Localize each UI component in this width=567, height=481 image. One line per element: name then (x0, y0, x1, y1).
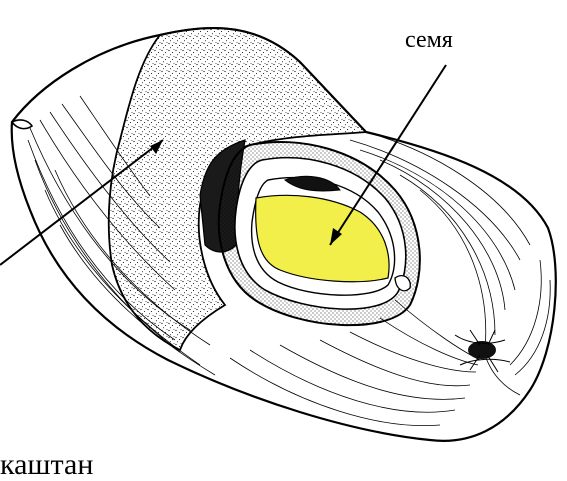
seed-label: семя (405, 28, 453, 52)
